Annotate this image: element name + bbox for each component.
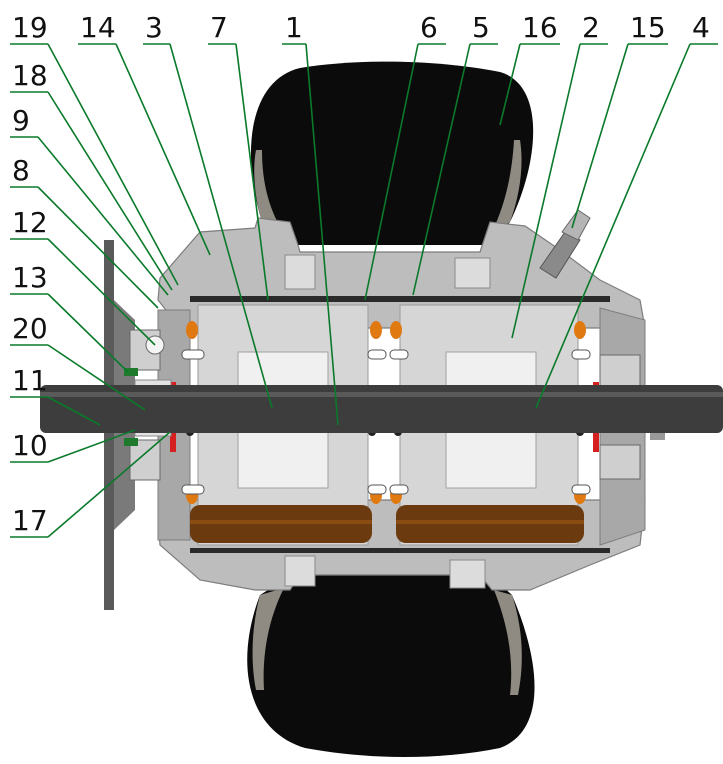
valve-body [539, 231, 581, 279]
coil-loop-6 [367, 484, 387, 495]
label-2: 2 [582, 11, 600, 44]
leader-13 [47, 293, 129, 373]
leader-20 [47, 344, 146, 411]
label-13: 13 [12, 261, 48, 294]
shaft-highlight [40, 392, 723, 397]
leader-4 [535, 43, 691, 409]
label-4: 4 [692, 11, 710, 44]
leader-7 [235, 43, 269, 301]
coil-loop-8 [571, 484, 591, 495]
air-gap-upper [190, 296, 610, 302]
coil-loop-5 [181, 484, 205, 495]
leader-15 [571, 43, 629, 229]
coil-end-1 [186, 321, 198, 339]
leader-18 [47, 91, 173, 291]
bearing-right-upper [599, 354, 641, 390]
coil-end-3 [390, 321, 402, 339]
leader-8 [37, 186, 159, 309]
leader-14 [115, 43, 211, 256]
flange-left-lower [284, 555, 316, 587]
stator-window-left-bottom [237, 431, 329, 489]
label-9: 9 [12, 104, 30, 137]
tire-upper-rim-left [254, 150, 285, 235]
green-seal-upper [124, 368, 138, 376]
label-3: 3 [145, 11, 163, 44]
label-14: 14 [80, 11, 116, 44]
callout-labels: 19 14 3 7 1 6 5 16 2 15 4 18 [10, 11, 718, 538]
label-15: 15 [630, 11, 666, 44]
label-12: 12 [12, 206, 48, 239]
tire-lower [247, 575, 535, 757]
flange-right-upper [454, 257, 491, 289]
label-1: 1 [285, 11, 303, 44]
label-10: 10 [12, 429, 48, 462]
label-18: 18 [12, 59, 48, 92]
leader-9 [37, 136, 169, 296]
label-5: 5 [472, 11, 490, 44]
leader-2 [511, 43, 581, 339]
coil-loop-2 [367, 349, 387, 360]
label-6: 6 [420, 11, 438, 44]
leader-12 [47, 238, 156, 346]
leader-19 [47, 43, 179, 286]
shaft [40, 385, 723, 433]
bearing-right-lower [599, 444, 641, 480]
winding-left-band [190, 520, 372, 524]
tire-lower-rim-right [494, 590, 522, 695]
label-19: 19 [12, 11, 48, 44]
winding-right-band [396, 520, 584, 524]
coil-loop-4 [571, 349, 591, 360]
coil-loop-1 [181, 349, 205, 360]
leader-5 [412, 43, 471, 296]
air-gap-lower [190, 548, 610, 553]
label-8: 8 [12, 154, 30, 187]
stator-window-right-bottom [445, 431, 537, 489]
valve-stem [539, 209, 591, 279]
label-17: 17 [12, 504, 48, 537]
label-11: 11 [12, 364, 48, 397]
leader-3 [169, 43, 273, 409]
coil-loop-3 [389, 349, 409, 360]
leader-17 [47, 431, 171, 538]
flange-left-upper [284, 254, 316, 290]
coil-loop-7 [389, 484, 409, 495]
tire-lower-rim-left [252, 588, 284, 690]
tire-upper [250, 61, 534, 246]
leader-16 [499, 43, 521, 126]
green-seal-lower [124, 438, 138, 446]
tire [247, 61, 535, 757]
coil-end-2 [370, 321, 382, 339]
valve-tip [561, 209, 591, 241]
leader-6 [364, 43, 419, 301]
label-16: 16 [522, 11, 558, 44]
leader-11 [47, 396, 101, 426]
coil-end-4 [574, 321, 586, 339]
leader-10 [47, 429, 136, 463]
tire-upper-rim-right [492, 140, 522, 232]
label-7: 7 [210, 11, 228, 44]
leader-1 [305, 43, 339, 426]
label-20: 20 [12, 312, 48, 345]
bearing-left-lower [129, 439, 161, 481]
flange-right-lower [449, 559, 486, 589]
